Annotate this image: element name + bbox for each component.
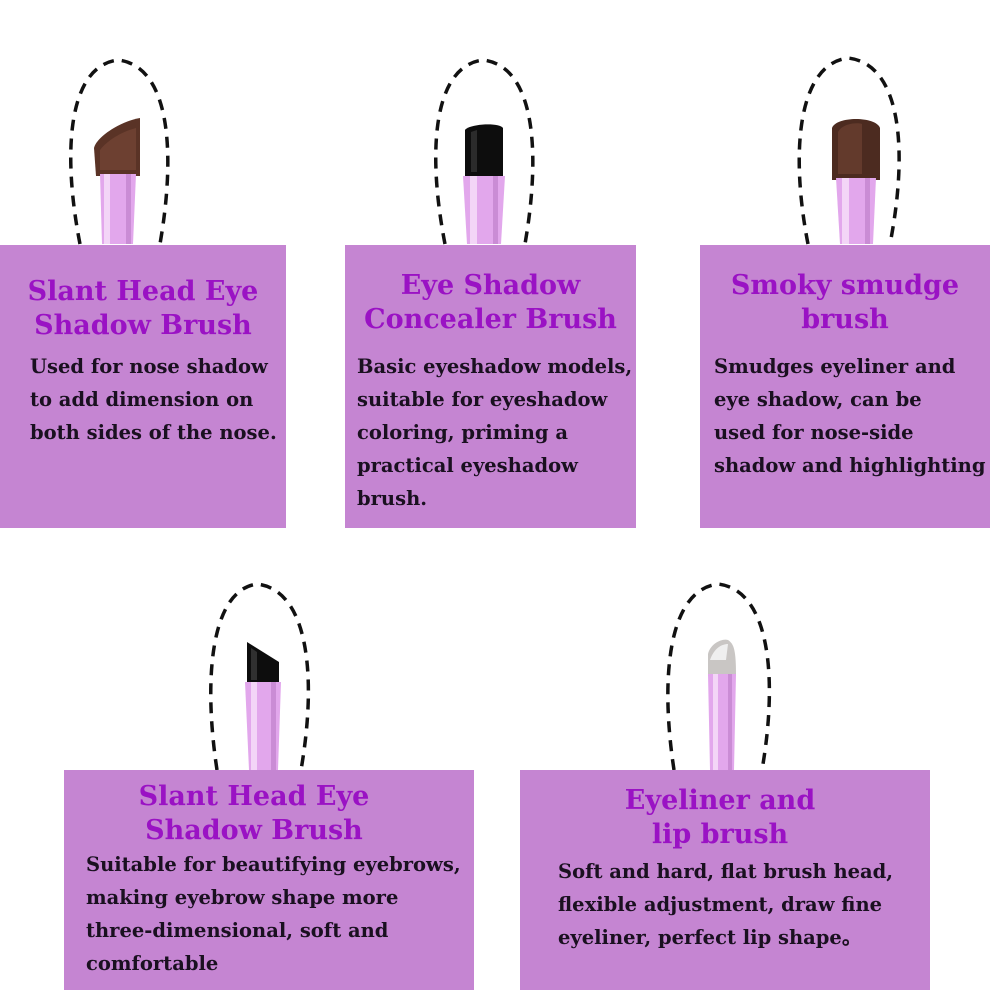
card-description: Basic eyeshadow models, suitable for eye… — [357, 355, 633, 510]
card-description: Suitable for beautifying eyebrows, makin… — [86, 853, 461, 975]
card-description: Used for nose shadow to add dimension on… — [30, 355, 277, 444]
brush-card-slant-head: Slant Head Eye Shadow Brush Used for nos… — [0, 245, 286, 528]
slant-brush-icon — [69, 58, 170, 245]
angled-brush-icon — [209, 582, 311, 771]
card-title: Smoky smudge brush — [730, 270, 960, 335]
brush-card-smoky-smudge: Smoky smudge brush Smudges eyeliner and … — [700, 245, 990, 528]
card-title: Eye Shadow Concealer Brush — [364, 270, 617, 335]
smudge-brush-icon — [797, 56, 901, 245]
brush-card-slant-head-eyebrow: Slant Head Eye Shadow Brush Suitable for… — [64, 770, 474, 990]
card-title: Eyeliner and lip brush — [624, 785, 816, 850]
brush-card-eyeliner-lip: Eyeliner and lip brush Soft and hard, fl… — [520, 770, 930, 990]
flat-brush-icon — [434, 58, 535, 245]
card-title: Slant Head Eye Shadow Brush — [27, 276, 259, 341]
liner-brush-icon — [666, 582, 772, 771]
card-description: Smudges eyeliner and eye shadow, can be … — [714, 355, 986, 477]
brush-card-eye-shadow-concealer: Eye Shadow Concealer Brush Basic eyeshad… — [345, 245, 636, 528]
card-title: Slant Head Eye Shadow Brush — [138, 781, 370, 846]
card-description: Soft and hard, flat brush head, flexible… — [558, 860, 894, 949]
